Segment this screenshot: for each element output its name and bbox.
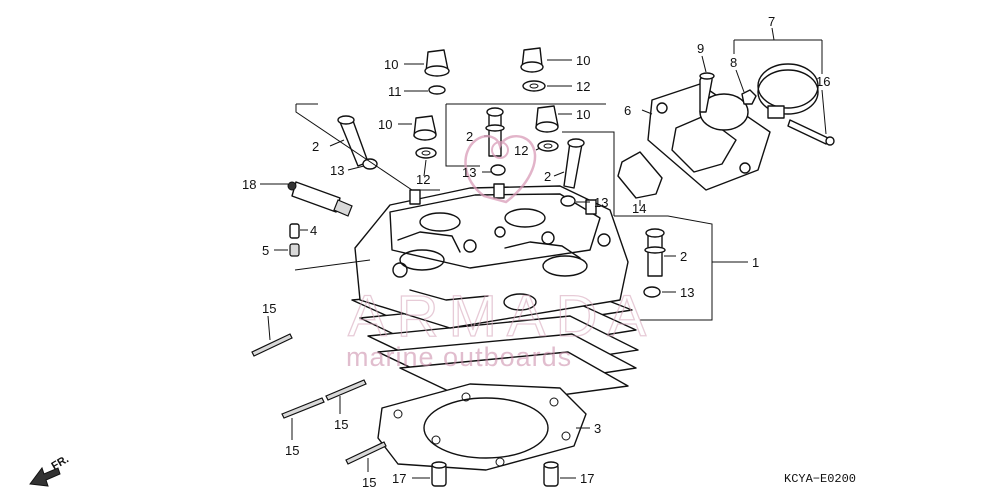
spark-plug [287, 181, 353, 217]
callout-13: 13 [594, 195, 608, 210]
callout-15: 15 [262, 301, 276, 316]
callout-3: 3 [594, 421, 601, 436]
seal-washers [362, 158, 661, 298]
callout-13: 13 [462, 165, 476, 180]
callout-10: 10 [378, 117, 392, 132]
watermark: ARMADA marine outboards [346, 134, 656, 372]
cylinder-head [351, 183, 639, 407]
callout-9: 9 [697, 41, 704, 56]
callout-17: 17 [392, 471, 406, 486]
callout-12: 12 [514, 143, 528, 158]
head-gasket [377, 383, 587, 471]
callout-12: 12 [416, 172, 430, 187]
watermark-brand: ARMADA [348, 284, 656, 349]
front-direction-marker: FR. [29, 453, 71, 487]
diagram-code: KCYA−E0200 [784, 472, 856, 486]
callout-2: 2 [680, 249, 687, 264]
callout-18: 18 [242, 177, 256, 192]
callout-13: 13 [680, 285, 694, 300]
callout-numbers: 10 11 10 2 13 12 18 4 5 10 12 10 2 12 13… [242, 14, 830, 490]
callout-5: 5 [262, 243, 269, 258]
callout-4: 4 [310, 223, 317, 238]
callout-10: 10 [384, 57, 398, 72]
insulator-bolt [699, 72, 715, 113]
callout-12: 12 [576, 79, 590, 94]
dowel-pins [431, 461, 559, 487]
callout-6: 6 [624, 103, 631, 118]
callout-14: 14 [632, 201, 646, 216]
group-brackets [295, 103, 713, 321]
callout-7: 7 [768, 14, 775, 29]
callout-15: 15 [285, 443, 299, 458]
nut [741, 89, 757, 105]
o-ring-gasket [617, 151, 663, 199]
watermark-tagline: marine outboards [346, 342, 572, 372]
callout-17: 17 [580, 471, 594, 486]
callout-15: 15 [334, 417, 348, 432]
front-label: FR. [50, 453, 71, 472]
leader-lines [260, 27, 827, 479]
callout-15: 15 [362, 475, 376, 490]
callout-13: 13 [330, 163, 344, 178]
callout-2: 2 [544, 169, 551, 184]
callout-11: 11 [388, 84, 402, 99]
callout-10: 10 [576, 53, 590, 68]
small-dowels [289, 223, 300, 257]
callout-10: 10 [576, 107, 590, 122]
valve-guides [337, 107, 666, 277]
callout-8: 8 [730, 55, 737, 70]
callout-2: 2 [312, 139, 319, 154]
stud-bolts [251, 333, 387, 465]
intake-insulator [647, 83, 771, 191]
callout-1: 1 [752, 255, 759, 270]
callout-16: 16 [816, 74, 830, 89]
hose-band [757, 63, 835, 146]
caps-and-washers [413, 47, 559, 159]
callout-2: 2 [466, 129, 473, 144]
